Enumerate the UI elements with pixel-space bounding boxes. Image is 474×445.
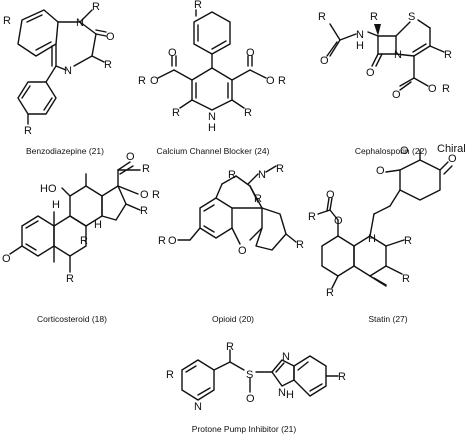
statin-r-label: R <box>326 287 334 299</box>
statin-o-label: O <box>334 215 343 227</box>
statin-structure: O O Chiral O O R O H R R R Statin (27) <box>308 143 466 324</box>
benzodiazepine-n1-label: N <box>76 17 84 29</box>
cephalosporin-r-label: R <box>444 49 452 61</box>
ppi-nh-label: N <box>278 387 286 399</box>
ppi-r-label: R <box>226 341 234 353</box>
opioid-n-label: N <box>258 169 266 181</box>
cephalosporin-s-label: S <box>408 11 415 23</box>
opioid-o-label: O <box>238 245 247 257</box>
corticosteroid-structure: HO O R O R R O R H H R Corticosteroid (1… <box>2 151 160 324</box>
ccb-caption: Calcium Channel Blocker (24) <box>157 146 270 156</box>
corticosteroid-o-label: O <box>2 253 11 265</box>
cephalosporin-o-label: O <box>366 67 375 79</box>
opioid-ether-o-label: O <box>168 235 177 247</box>
ccb-r-label: R <box>138 75 146 87</box>
statin-chiral-label: Chiral <box>437 143 466 155</box>
ppi-h-label: H <box>286 389 294 401</box>
cephalosporin-nh-label: N <box>356 29 364 41</box>
opioid-r-label: R <box>228 169 236 181</box>
ccb-r-label: R <box>244 107 252 119</box>
ppi-s-label: S <box>246 369 253 381</box>
benzodiazepine-n4-label: N <box>64 65 72 77</box>
cephalosporin-r-label: R <box>370 11 378 23</box>
cephalosporin-o-label: O <box>392 89 401 101</box>
ccb-r-label: R <box>172 107 180 119</box>
ppi-structure: R N R S O N N H R Protone Pump Inhibitor… <box>166 341 346 434</box>
statin-r-label: R <box>404 235 412 247</box>
corticosteroid-ho-label: HO <box>40 183 57 195</box>
corticosteroid-o-label: O <box>140 189 149 201</box>
cephalosporin-r-label: R <box>318 11 326 23</box>
benzodiazepine-r-label: R <box>92 1 100 13</box>
opioid-structure: R N R O R O R R Opioid (20) <box>158 163 304 324</box>
corticosteroid-r-label: R <box>80 235 88 247</box>
statin-o-label: O <box>448 153 457 165</box>
corticosteroid-h-label: H <box>52 199 60 211</box>
opioid-r-label: R <box>254 193 262 205</box>
corticosteroid-r-label: R <box>140 205 148 217</box>
ppi-n-label: N <box>194 401 202 413</box>
ccb-nh-label: H <box>208 122 216 134</box>
corticosteroid-o-label: O <box>126 151 135 163</box>
statin-r-label: R <box>308 211 316 223</box>
ccb-r-label: R <box>194 0 202 11</box>
ppi-n-label: N <box>282 351 290 363</box>
benzodiazepine-r-label: R <box>104 59 112 71</box>
corticosteroid-r-label: R <box>66 273 74 285</box>
cephalosporin-caption: Cephalosporin (22) <box>355 146 427 156</box>
ccb-r-label: R <box>278 75 286 87</box>
ccb-n-label: N <box>208 111 216 123</box>
ppi-r-label: R <box>166 369 174 381</box>
benzodiazepine-r-label: R <box>3 15 11 27</box>
statin-oh-label: O <box>376 165 385 177</box>
statin-r-label: R <box>402 273 410 285</box>
statin-h-label: H <box>368 233 376 245</box>
cephalosporin-structure: R O N H R S R O N O O R Cephalosporin (2… <box>318 11 452 156</box>
corticosteroid-r-label: R <box>142 163 150 175</box>
ccb-o-label: O <box>246 47 255 59</box>
benzodiazepine-caption: Benzodiazepine (21) <box>26 146 104 156</box>
cephalosporin-o-label: O <box>320 55 329 67</box>
benzodiazepine-structure: R N R O R N R Benzodiazepine (21) <box>3 1 115 156</box>
statin-caption: Statin (27) <box>368 314 407 324</box>
corticosteroid-caption: Corticosteroid (18) <box>37 314 107 324</box>
ppi-r-label: R <box>338 371 346 383</box>
corticosteroid-h-label: H <box>94 219 102 231</box>
benzodiazepine-r-label: R <box>24 125 32 137</box>
calcium-channel-blocker-structure: R O O O R O R R R N H Calcium Channel Bl… <box>138 0 286 156</box>
opioid-r-label: R <box>296 239 304 251</box>
opioid-caption: Opioid (20) <box>212 314 254 324</box>
statin-o-label: O <box>326 189 335 201</box>
ccb-ester-o-label: O <box>150 75 159 87</box>
opioid-r-label: R <box>158 235 166 247</box>
ppi-caption: Protone Pump Inhibitor (21) <box>192 424 297 434</box>
cephalosporin-o-label: O <box>428 83 437 95</box>
cephalosporin-n-label: N <box>394 49 402 61</box>
ccb-o-label: O <box>168 47 177 59</box>
ppi-o-label: O <box>246 393 255 405</box>
cephalosporin-r-label: R <box>442 83 450 95</box>
corticosteroid-r-label: R <box>152 189 160 201</box>
ccb-ester-o-label: O <box>266 75 275 87</box>
opioid-r-label: R <box>276 163 284 175</box>
benzodiazepine-o-label: O <box>106 31 115 43</box>
statin-o-label: O <box>400 145 409 157</box>
cephalosporin-h-label: H <box>356 40 364 52</box>
